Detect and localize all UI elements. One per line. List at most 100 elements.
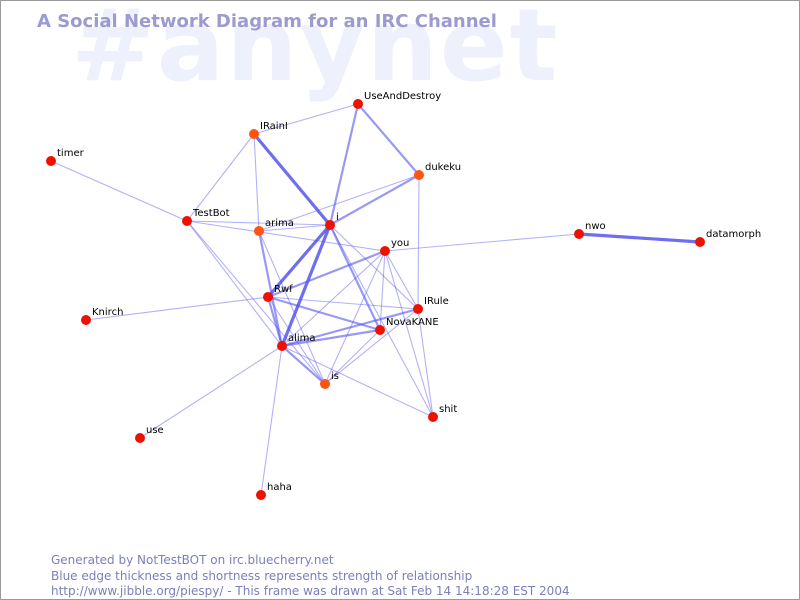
- channel-watermark: #anynet: [71, 0, 560, 104]
- edge-TestBot-alima: [186, 220, 283, 347]
- node-label-Knirch: Knirch: [92, 307, 123, 318]
- edge-i-shit: [329, 224, 434, 418]
- node-dukeku: dukeku: [414, 162, 461, 180]
- node-TestBot: TestBot: [182, 208, 230, 226]
- edge-TestBot-you: [186, 220, 386, 252]
- edge-UseAndDestroy-dukeku: [356, 102, 421, 177]
- edge-arima-dukeku: [258, 174, 420, 232]
- node-dot-NovaKANE: [375, 325, 385, 335]
- edge-alima-shit: [281, 345, 434, 418]
- node-label-use: use: [146, 425, 164, 436]
- node-alima: alima: [277, 333, 316, 351]
- footer-legend-note: Blue edge thickness and shortness repres…: [51, 568, 473, 583]
- edge-NovaKANE-is: [324, 329, 381, 385]
- footer: Generated by NotTestBOT on irc.bluecherr…: [51, 553, 570, 599]
- edge-layer: [50, 102, 702, 496]
- node-dot-you: [380, 246, 390, 256]
- edge-alima-IRule: [280, 307, 420, 348]
- edge-alima-haha: [260, 345, 283, 496]
- edge-IRainI-i: [252, 132, 332, 227]
- edge-UseAndDestroy-IRainI: [253, 103, 359, 135]
- node-dot-dukeku: [414, 170, 424, 180]
- node-use: use: [135, 425, 164, 443]
- node-label-TestBot: TestBot: [192, 208, 230, 219]
- node-label-IRainI: IRainI: [260, 121, 288, 132]
- node-timer: timer: [46, 148, 85, 166]
- node-NovaKANE: NovaKANE: [375, 317, 439, 335]
- edge-TestBot-i: [186, 220, 331, 226]
- node-datamorph: datamorph: [695, 229, 761, 247]
- node-label-dukeku: dukeku: [425, 162, 461, 173]
- node-nwo: nwo: [574, 221, 606, 239]
- node-arima: arima: [254, 218, 294, 236]
- node-label-you: you: [391, 238, 409, 249]
- node-label-haha: haha: [267, 482, 292, 493]
- edge-TestBot-IRainI: [186, 133, 255, 222]
- node-Rwf: Rwf: [263, 284, 293, 302]
- node-label-is: is: [331, 371, 339, 382]
- edge-dukeku-IRule: [417, 174, 420, 310]
- edge-you-IRule: [384, 250, 419, 310]
- node-is: is: [320, 371, 339, 389]
- edge-you-shit: [384, 250, 434, 418]
- edge-Rwf-alima: [266, 295, 284, 348]
- node-dot-IRainI: [249, 129, 259, 139]
- edge-Rwf-is: [267, 296, 326, 385]
- edge-timer-TestBot: [50, 160, 188, 222]
- node-dot-is: [320, 379, 330, 389]
- node-dot-alima: [277, 341, 287, 351]
- edge-arima-is: [258, 230, 326, 385]
- footer-generated-by: Generated by NotTestBOT on irc.bluecherr…: [51, 553, 334, 567]
- edge-alima-use: [139, 345, 283, 439]
- node-dot-i: [325, 220, 335, 230]
- node-Knirch: Knirch: [81, 307, 123, 325]
- node-label-nwo: nwo: [585, 221, 606, 232]
- edge-i-Rwf: [266, 223, 332, 299]
- edge-arima-IRainI: [253, 133, 260, 232]
- edge-alima-arima: [257, 229, 284, 348]
- edge-i-IRule: [329, 224, 419, 310]
- edge-IRule-shit: [417, 308, 434, 418]
- node-dot-Knirch: [81, 315, 91, 325]
- node-dot-arima: [254, 226, 264, 236]
- node-i: i: [325, 212, 339, 230]
- node-dot-IRule: [413, 304, 423, 314]
- node-IRule: IRule: [413, 296, 449, 314]
- node-you: you: [380, 238, 409, 256]
- edge-UseAndDestroy-i: [328, 102, 360, 227]
- node-label-alima: alima: [288, 333, 316, 344]
- node-label-datamorph: datamorph: [706, 229, 761, 240]
- node-dot-Rwf: [263, 292, 273, 302]
- edge-i-dukeku: [328, 173, 421, 227]
- node-dot-timer: [46, 156, 56, 166]
- edge-TestBot-is: [186, 220, 326, 385]
- node-label-NovaKANE: NovaKANE: [386, 317, 439, 328]
- edge-IRule-is: [324, 308, 419, 385]
- edge-you-is: [324, 250, 386, 385]
- node-label-UseAndDestroy: UseAndDestroy: [364, 91, 441, 102]
- node-dot-haha: [256, 490, 266, 500]
- node-haha: haha: [256, 482, 292, 500]
- node-dot-nwo: [574, 229, 584, 239]
- node-IRainI: IRainI: [249, 121, 288, 139]
- node-label-timer: timer: [57, 148, 85, 159]
- node-dot-UseAndDestroy: [353, 99, 363, 109]
- node-dot-shit: [428, 412, 438, 422]
- node-dot-TestBot: [182, 216, 192, 226]
- footer-url-timestamp: http://www.jibble.org/piespy/ - This fra…: [51, 584, 570, 598]
- node-shit: shit: [428, 404, 457, 422]
- node-label-i: i: [336, 212, 339, 223]
- edge-Rwf-you: [266, 249, 387, 299]
- edge-nwo-datamorph: [577, 232, 702, 244]
- node-label-Rwf: Rwf: [274, 284, 293, 295]
- diagram-title: A Social Network Diagram for an IRC Chan…: [37, 11, 497, 32]
- edge-you-nwo: [384, 233, 580, 252]
- edge-alima-NovaKANE: [280, 328, 382, 348]
- edge-NovaKANE-you: [379, 250, 386, 331]
- edge-Knirch-Rwf: [85, 296, 269, 321]
- edge-arima-i: [258, 224, 331, 232]
- node-dot-datamorph: [695, 237, 705, 247]
